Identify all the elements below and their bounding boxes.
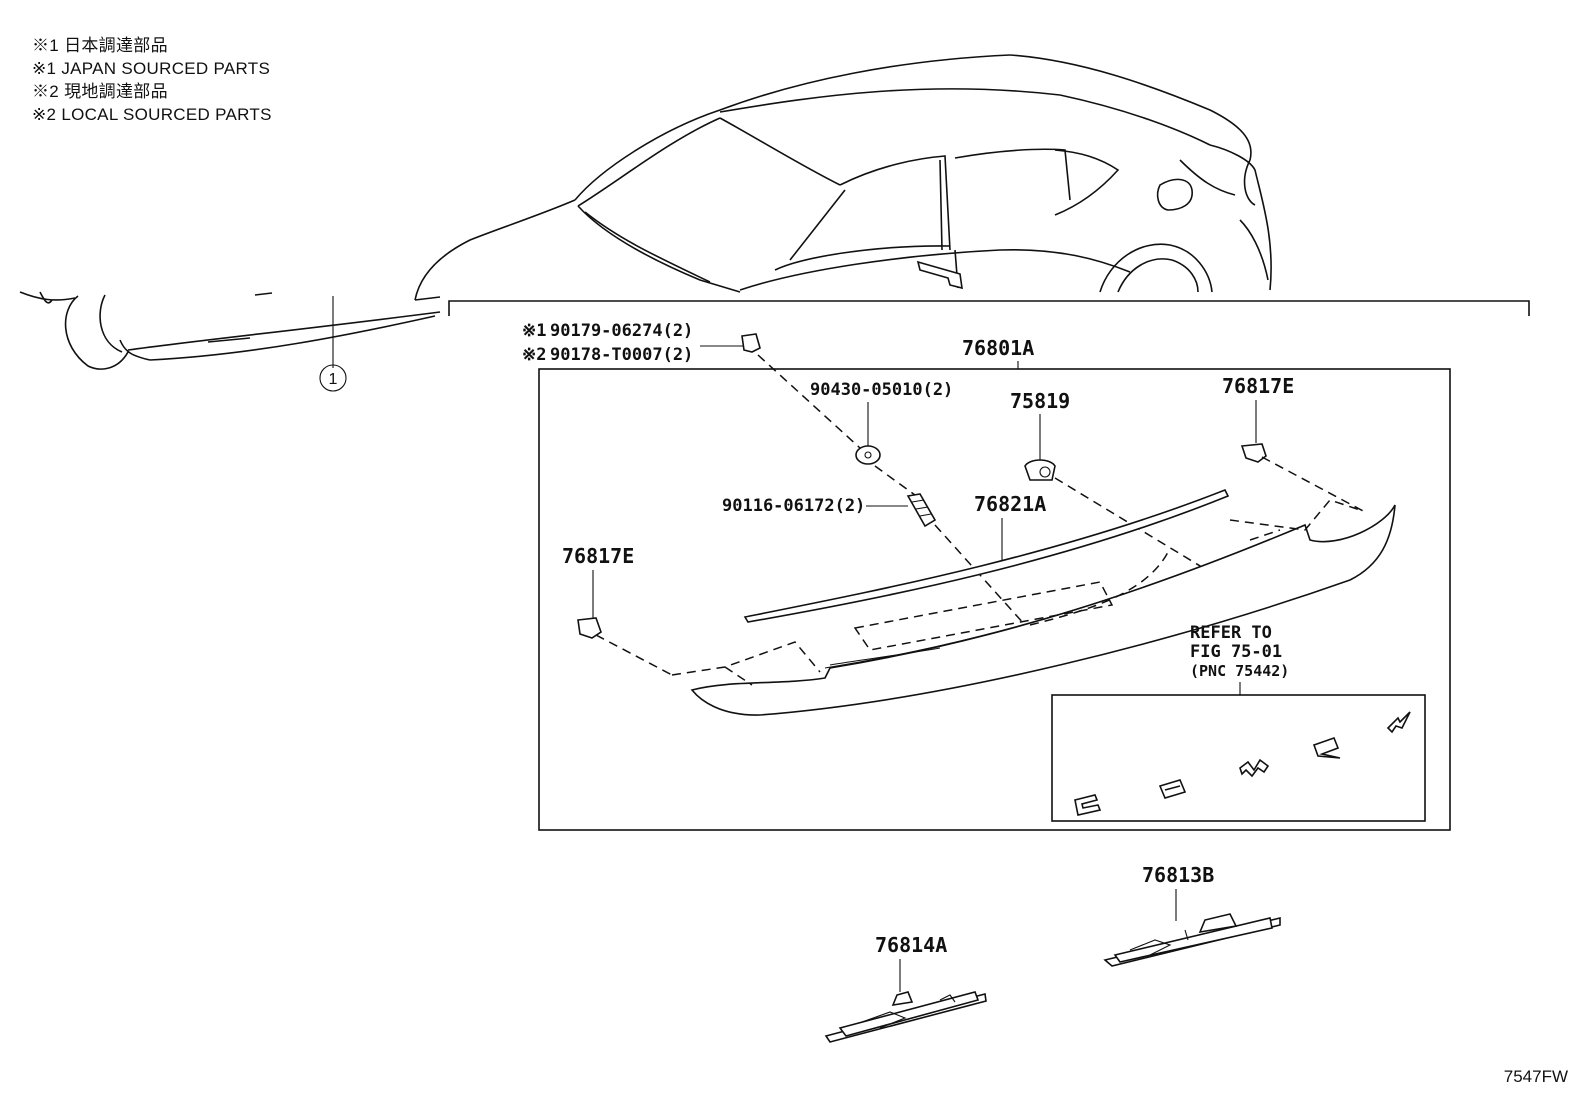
assembly-box bbox=[538, 368, 1451, 831]
callout-90116-06172: 90116-06172(2) bbox=[722, 496, 865, 516]
refer-line-1: REFER TO bbox=[1190, 623, 1272, 643]
emblem-letters bbox=[1074, 711, 1411, 816]
license-lamp-left-part bbox=[824, 991, 987, 1043]
callout-90178-t0007: 90178-T0007(2) bbox=[550, 345, 693, 365]
legend-line-1: ※1 日本調達部品 bbox=[32, 36, 168, 55]
refer-line-3: (PNC 75442) bbox=[1190, 662, 1289, 680]
callout-76821a: 76821A bbox=[974, 492, 1046, 516]
ref-circle-label: 1 bbox=[329, 371, 338, 388]
emblem-reference-box bbox=[1051, 694, 1426, 822]
moulding-strip-part bbox=[743, 488, 1230, 623]
refer-line-2: FIG 75-01 bbox=[1190, 642, 1282, 662]
callout-76813b: 76813B bbox=[1142, 863, 1214, 887]
legend-line-3: ※2 現地調達部品 bbox=[32, 82, 168, 101]
callout-90430-05010: 90430-05010(2) bbox=[810, 380, 953, 400]
callout-90179-06274: 90179-06274(2) bbox=[550, 321, 693, 341]
callout-mark-1: ※1 bbox=[522, 321, 546, 341]
legend-line-2: ※1 JAPAN SOURCED PARTS bbox=[32, 59, 271, 78]
garnish-hidden-lines bbox=[671, 499, 1361, 686]
legend-line-4: ※2 LOCAL SOURCED PARTS bbox=[32, 105, 272, 124]
back-door-garnish-part bbox=[690, 504, 1396, 716]
callout-75819: 75819 bbox=[1010, 389, 1070, 413]
callout-76817e-right: 76817E bbox=[1222, 374, 1294, 398]
car-outline: 1 bbox=[19, 54, 1530, 392]
screw-part bbox=[906, 493, 937, 528]
figure-code: 7547FW bbox=[1503, 1067, 1568, 1086]
sourcing-legend: ※1 日本調達部品 ※1 JAPAN SOURCED PARTS ※2 現地調達… bbox=[32, 34, 272, 126]
callout-76817e-left: 76817E bbox=[562, 544, 634, 568]
push-nut-part bbox=[741, 333, 761, 353]
cushion-right-part bbox=[1240, 443, 1267, 463]
license-lamp-right-part bbox=[1103, 913, 1281, 967]
callout-76801a: 76801A bbox=[962, 336, 1034, 360]
callout-76814a: 76814A bbox=[875, 933, 947, 957]
grommet-part bbox=[855, 445, 881, 465]
callout-mark-2: ※2 bbox=[522, 345, 546, 365]
